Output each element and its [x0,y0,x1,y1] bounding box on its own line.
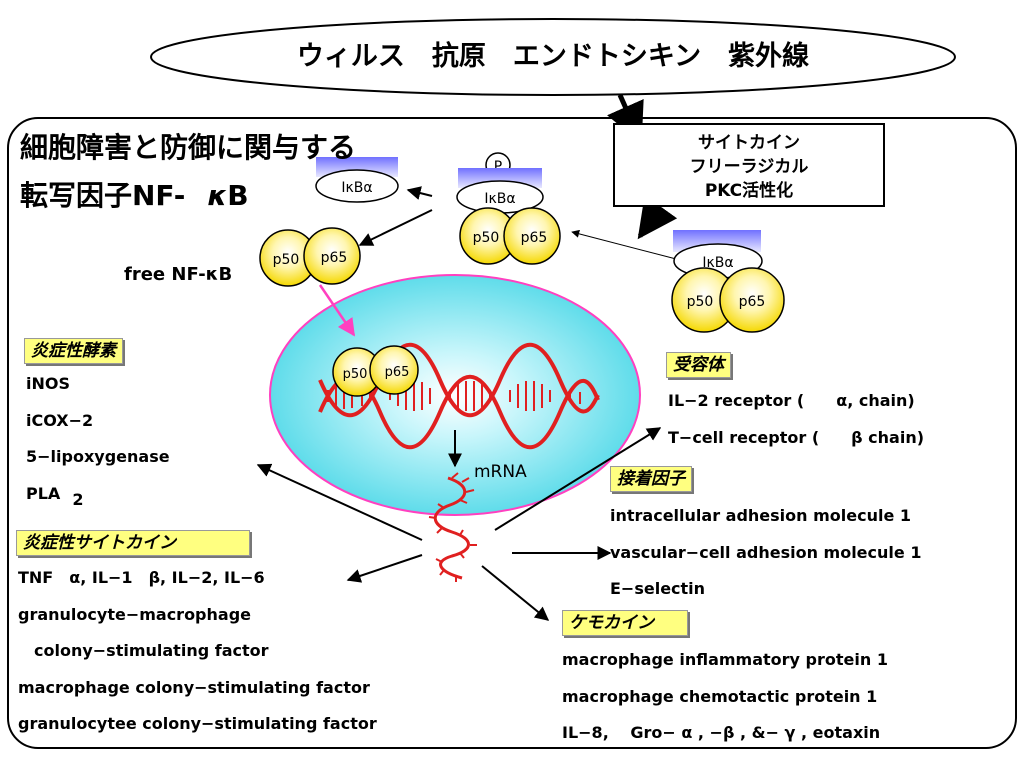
title-line2-kappa: κ [207,179,228,212]
free-nfkb-label: free NF-κB [124,264,233,285]
right-ikb-label: IκBα [702,255,733,271]
title-line2-prefix: 転写因子NF- [20,179,186,212]
signal-cytokine: サイトカイン [698,133,800,153]
phospho-label: P [494,159,502,175]
heading-inflammatory-enzymes: 炎症性酵素 [24,338,123,364]
arrow-phosphorylation [571,229,681,261]
heading-receptors: 受容体 [666,352,731,378]
title-line2: 転写因子NF-κB [20,176,249,216]
center-p65: p65 [521,230,548,246]
center-p50: p50 [473,230,500,246]
cytokine-item: granulocyte−macrophage [18,604,251,624]
adhesion-item: E−selectin [610,579,706,598]
cytokine-item: TNF α, IL−1 β, IL−2, IL−6 [18,568,265,587]
cytokine-item: granulocytee colony−stimulating factor [18,714,377,733]
nucleus [269,274,641,516]
arrow-to-cytokines [346,554,423,583]
arrow-to-receptors [494,427,662,531]
inactive-complex: IκBα p50 p65 [671,230,785,333]
right-p65: p65 [739,294,766,310]
signal-box: サイトカイン フリーラジカル PKC活性化 [613,123,885,207]
cytokine-item: colony−stimulating factor [18,641,269,660]
arrow-nuclear-translocation [318,284,356,337]
nuclear-p50: p50 [343,367,368,382]
released-ikb-label: IκBα [341,180,372,196]
mrna-label: mRNA [474,462,527,482]
list-inflammatory-enzymes: iNOS iCOX−2 5−lipoxygenase PLA 2 [26,366,170,512]
heading-chemokines: ケモカイン [562,610,688,636]
free-p50: p50 [273,252,300,268]
list-inflammatory-cytokines: TNF α, IL−1 β, IL−2, IL−6 granulocyte−ma… [18,560,377,743]
enzyme-item: PLA 2 [26,476,170,513]
list-receptors: IL−2 receptor ( α, chain) T−cell recepto… [668,383,924,456]
released-ikb: IκBα [315,157,399,203]
nuclear-p65: p65 [385,365,410,380]
signal-free-radical: フリーラジカル [689,157,809,177]
arrow-to-chemokines [481,565,550,621]
pla-label: PLA [26,483,61,503]
arrow-nfkb-release [358,209,433,246]
chemokine-item: IL−8, Gro− α , −β , &− γ , eotaxin [562,723,881,742]
enzyme-item: iNOS [26,374,70,393]
right-p50: p50 [687,294,714,310]
center-ikb-label: IκBα [484,191,515,207]
list-chemokines: macrophage inflammatory protein 1 macrop… [562,642,888,752]
signal-pkc: PKC活性化 [704,181,794,201]
adhesion-item: intracellular adhesion molecule 1 [610,506,912,525]
nuclear-nfkb-dimer: p50 p65 [332,345,419,397]
pla-subscript: 2 [72,489,84,509]
arrow-to-enzymes [256,463,423,541]
cell-frame [7,117,1017,749]
list-adhesion-molecules: intracellular adhesion molecule 1 vascul… [610,498,921,608]
arrow-signals-to-complex [637,195,678,240]
free-p65: p65 [321,250,348,266]
phosphorylated-complex: P IκBα p50 p65 [456,152,561,265]
arrow-ikb-release [406,186,433,200]
chemokine-item: macrophage inflammatory protein 1 [562,650,888,669]
stimulus-ellipse [150,18,956,96]
enzyme-item: 5−lipoxygenase [26,447,170,466]
stimulus-text: ウィルス 抗原 エンドトシキン 紫外線 [296,41,810,72]
heading-adhesion-molecules: 接着因子 [610,466,692,492]
cytokine-item: macrophage colony−stimulating factor [18,677,370,697]
heading-inflammatory-cytokines: 炎症性サイトカイン [16,530,250,556]
enzyme-item: iCOX−2 [26,410,94,430]
title-line1: 細胞障害と防御に関与する [20,131,357,164]
receptor-item: IL−2 receptor ( α, chain) [668,391,915,410]
adhesion-item: vascular−cell adhesion molecule 1 [610,542,922,562]
chemokine-item: macrophage chemotactic protein 1 [562,686,878,706]
free-nfkb-dimer: p50 p65 [259,227,361,287]
mrna-strand [428,472,477,582]
title-line2-suffix: B [227,179,249,212]
receptor-item: T−cell receptor ( β chain) [668,427,925,447]
